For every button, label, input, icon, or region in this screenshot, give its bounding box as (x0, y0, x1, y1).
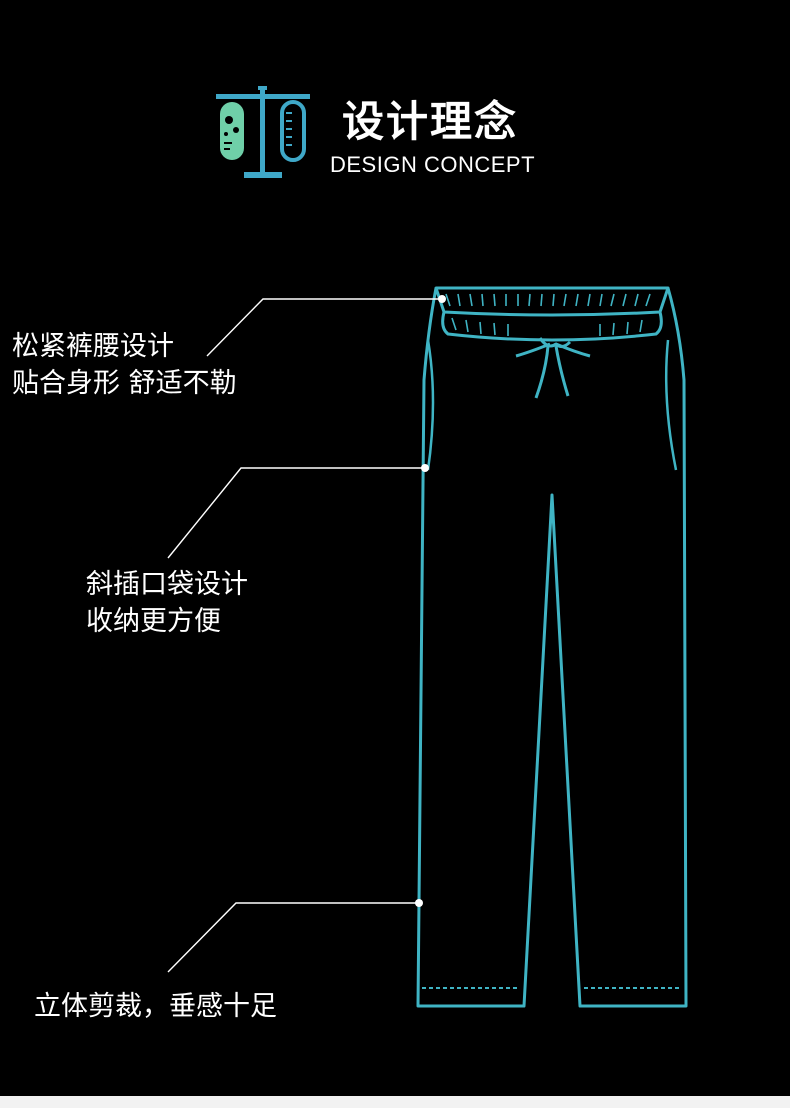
callout-waistband-line2: 贴合身形 舒适不勒 (12, 368, 237, 400)
page-title: 设计理念 (342, 97, 519, 146)
callout-waistband-line1: 松紧裤腰设计 (12, 331, 174, 362)
lab-tubes-icon (216, 86, 310, 178)
callout-pocket: 斜插口袋设计 收纳更方便 (86, 566, 248, 641)
callout-waistband: 松紧裤腰设计 贴合身形 舒适不勒 (12, 328, 237, 403)
callout-pocket-line2: 收纳更方便 (86, 606, 221, 638)
callout-cut: 立体剪裁，垂感十足 (34, 988, 277, 1025)
callout-pocket-line1: 斜插口袋设计 (86, 569, 248, 600)
page-subtitle: DESIGN CONCEPT (330, 152, 536, 177)
callout-cut-line1: 立体剪裁，垂感十足 (34, 991, 277, 1022)
bottom-divider (0, 1096, 790, 1108)
